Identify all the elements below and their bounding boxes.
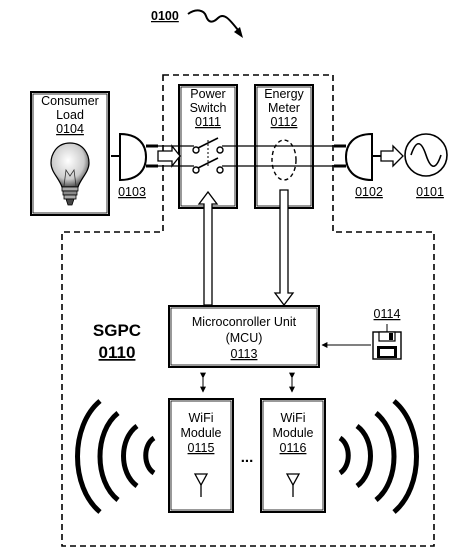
figure-reference: 0100 <box>151 9 243 38</box>
wifi-1-ref: 0115 <box>188 441 215 455</box>
switch-contacts <box>192 137 224 174</box>
figure-number: 0100 <box>151 9 179 23</box>
energy-meter-ref: 0112 <box>271 115 298 129</box>
storage: 0114 <box>321 307 402 360</box>
wifi-module-2: WiFi Module 0116 <box>260 398 326 513</box>
power-switch-label-2: Switch <box>190 101 227 115</box>
mcu-label-2: (MCU) <box>226 331 263 345</box>
wifi-2-ref: 0116 <box>280 441 307 455</box>
mcu-wifi-links <box>200 372 295 393</box>
storage-ref: 0114 <box>374 307 401 321</box>
sgpc-boundary <box>61 74 435 547</box>
power-switch-label-1: Power <box>190 87 225 101</box>
light-bulb-icon <box>50 142 90 206</box>
wifi-2-label-1: WiFi <box>281 411 306 425</box>
mcu-ref: 0113 <box>231 347 258 361</box>
signal-arrows <box>197 189 295 307</box>
current-sensor <box>271 139 297 181</box>
mcu: Microconroller Unit (MCU) 0113 <box>168 305 320 368</box>
consumer-load-label-2: Load <box>56 108 84 122</box>
source-ref: 0101 <box>416 185 444 199</box>
energy-meter-label-2: Meter <box>268 101 300 115</box>
mcu-to-switch-arrow <box>197 190 219 306</box>
wifi-1-label-1: WiFi <box>189 411 214 425</box>
antenna-icon <box>285 473 301 497</box>
mcu-label-1: Microconroller Unit <box>192 315 297 329</box>
consumer-load-ref: 0104 <box>56 122 84 136</box>
power-switch-ref: 0111 <box>195 115 221 129</box>
consumer-load-label-1: Consumer <box>41 94 99 108</box>
wifi-1-label-2: Module <box>181 426 222 440</box>
plug-icon-left: 0103 <box>111 132 158 199</box>
plug-icon-right: 0102 <box>334 132 404 199</box>
power-lines <box>157 144 334 168</box>
sgpc-ref: 0110 <box>99 343 136 362</box>
consumer-load: Consumer Load 0104 <box>30 91 110 216</box>
wifi-2-label-2: Module <box>273 426 314 440</box>
radio-waves-icon-right <box>338 399 419 514</box>
sgpc-name: SGPC <box>93 321 141 340</box>
radio-waves-icon-left <box>75 399 156 514</box>
plug-left-ref: 0103 <box>118 185 146 199</box>
wifi-module-1: WiFi Module 0115 <box>168 398 234 513</box>
energy-meter-label-1: Energy <box>264 87 304 101</box>
sgpc-label: SGPC 0110 <box>93 321 141 362</box>
meter-to-mcu-arrow <box>273 189 295 307</box>
floppy-disk-icon <box>372 331 402 360</box>
antenna-icon <box>193 473 209 497</box>
ellipsis: ... <box>241 449 254 466</box>
ac-source-icon: 0101 <box>404 133 448 199</box>
plug-right-ref: 0102 <box>355 185 383 199</box>
